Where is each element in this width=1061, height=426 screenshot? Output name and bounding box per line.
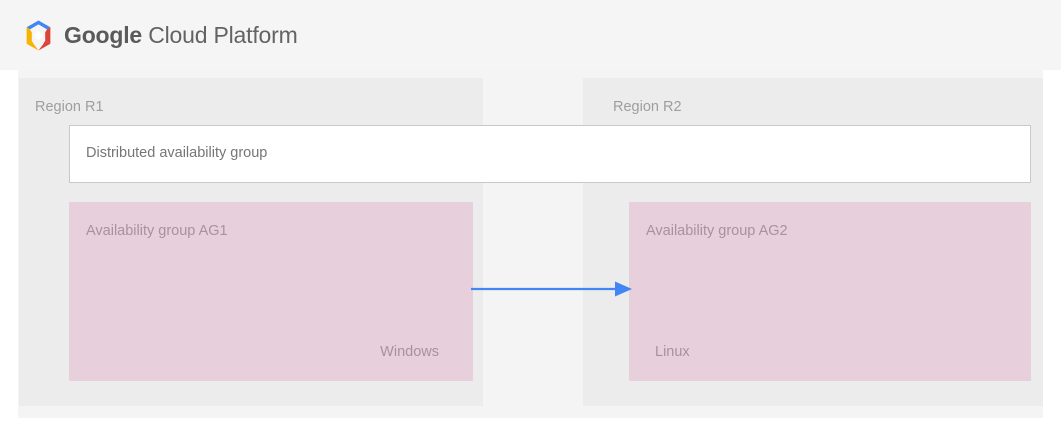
brand-title-google: Google	[64, 22, 143, 48]
os-label-linux: Linux	[655, 344, 690, 360]
architecture-diagram: Region R1 Region R2 Distributed availabi…	[0, 70, 1061, 426]
brand-title: Google Cloud Platform	[64, 20, 298, 51]
google-cloud-platform-logo-icon	[22, 19, 55, 52]
availability-group-box-ag1: Availability group AG1 Windows	[69, 202, 473, 381]
diagram-canvas: Region R1 Region R2 Distributed availabi…	[18, 70, 1043, 418]
availability-group-title-ag1: Availability group AG1	[86, 223, 228, 239]
distributed-availability-group-label: Distributed availability group	[86, 145, 268, 161]
os-label-windows: Windows	[380, 344, 439, 360]
availability-group-title-ag2: Availability group AG2	[646, 223, 788, 239]
brand-title-cloud-platform: Cloud Platform	[142, 22, 298, 48]
replication-arrow-icon	[471, 278, 633, 300]
region-label-r2: Region R2	[613, 99, 682, 115]
availability-group-box-ag2: Availability group AG2 Linux	[629, 202, 1031, 381]
distributed-availability-group-box: Distributed availability group	[69, 125, 1031, 183]
page-header: Google Cloud Platform	[0, 0, 1061, 70]
region-label-r1: Region R1	[35, 99, 104, 115]
